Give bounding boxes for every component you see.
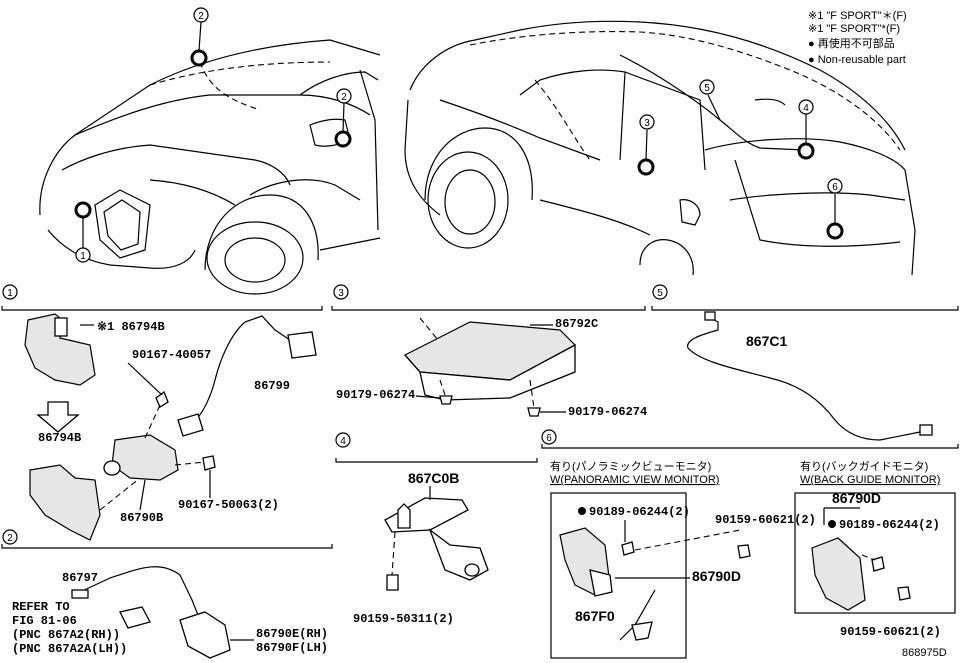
callout-label: 5 (704, 83, 710, 94)
callout-markers: 2 2 1 3 5 4 6 (74, 7, 844, 263)
legend-line-3: ● 再使用不可部品 (808, 36, 895, 50)
part-number-867C1: 867C1 (746, 333, 787, 349)
part-number-86799: 86799 (254, 379, 290, 393)
legend-line-4: ● Non-reusable part (808, 54, 906, 66)
part-number-90159-60621: 90159-60621(2) (715, 513, 816, 527)
diagram-id: 868975D (902, 647, 947, 659)
part-number-86797: 86797 (62, 571, 98, 585)
section-number: 2 (7, 533, 13, 544)
part-number-867F0: 867F0 (575, 608, 615, 624)
section-frames (1, 306, 959, 659)
part-number-90189-06244: 90189-06244(2) (589, 505, 690, 519)
refer-to-line-1: REFER TO (12, 600, 70, 614)
section-number: 5 (657, 288, 663, 299)
panoramic-view-label-jp: 有り(パノラミックビューモニタ) (550, 459, 711, 473)
part-number-86792C: 86792C (555, 317, 598, 331)
section-number: 3 (338, 288, 344, 299)
section-number: 1 (7, 288, 13, 299)
part-number-86790F: 86790F(LH) (256, 641, 328, 655)
callout-label: 2 (198, 11, 204, 22)
refer-to-line-4: (PNC 867A2A(LH)) (12, 642, 127, 656)
callout-label: 1 (80, 251, 86, 262)
callout-label: 6 (832, 182, 838, 193)
legend-line-2: ※1 "F SPORT"*(F) (808, 23, 900, 35)
part-number-90167-40057: 90167-40057 (132, 348, 211, 362)
part-number-86790D: 86790D (692, 568, 741, 584)
callout-label: 2 (341, 92, 347, 103)
part-number-86794B-fsport: ※1 86794B (97, 320, 165, 334)
back-guide-label-jp: 有り(バックガイドモニタ) (800, 459, 928, 473)
part-number-86794B: 86794B (38, 431, 81, 445)
part-number-867C0B: 867C0B (408, 470, 459, 486)
section-3-parts: 86792C 90179-06274 90179-06274 (336, 317, 647, 419)
refer-to-line-3: (PNC 867A2(RH)) (12, 628, 120, 642)
section-4-parts: 867C0B 90159-50311(2) (353, 470, 489, 626)
part-number-90167-50063: 90167-50063(2) (178, 498, 279, 512)
panoramic-view-label-en: W(PANORAMIC VIEW MONITOR) (550, 474, 719, 486)
front-car-illustration (39, 39, 381, 295)
part-number-86790E: 86790E(RH) (256, 627, 328, 641)
part-number-86790B: 86790B (120, 511, 163, 525)
section-1-parts: ※1 86794B 90167-40057 86799 86794B 86790… (24, 313, 317, 541)
callout-label: 4 (803, 103, 809, 114)
part-number-90159-60621: 90159-60621(2) (840, 625, 941, 639)
part-number-90189-06244: 90189-06244(2) (839, 518, 940, 532)
callout-label: 3 (644, 118, 650, 129)
part-number-90179-06274: 90179-06274 (568, 405, 647, 419)
refer-to-line-2: FIG 81-06 (12, 614, 77, 628)
section-number: 6 (546, 433, 552, 444)
part-number-90179-06274: 90179-06274 (336, 388, 415, 402)
section-number: 4 (340, 436, 346, 447)
section-numbers: 1 2 3 4 5 6 (2, 284, 668, 545)
section-2-parts: 86797 REFER TO FIG 81-06 (PNC 867A2(RH))… (12, 566, 328, 659)
legend: ※1 "F SPORT"＊(F) ※1 "F SPORT"*(F) ● 再使用不… (808, 10, 907, 66)
section-5-parts: 867C1 (687, 311, 933, 441)
section-6-parts: 有り(パノラミックビューモニタ) W(PANORAMIC VIEW MONITO… (550, 459, 941, 641)
legend-line-1: ※1 "F SPORT"＊(F) (808, 10, 907, 22)
part-number-86790D: 86790D (832, 490, 881, 506)
back-guide-label-en: W(BACK GUIDE MONITOR) (800, 474, 940, 486)
part-number-90159-50311: 90159-50311(2) (353, 612, 454, 626)
